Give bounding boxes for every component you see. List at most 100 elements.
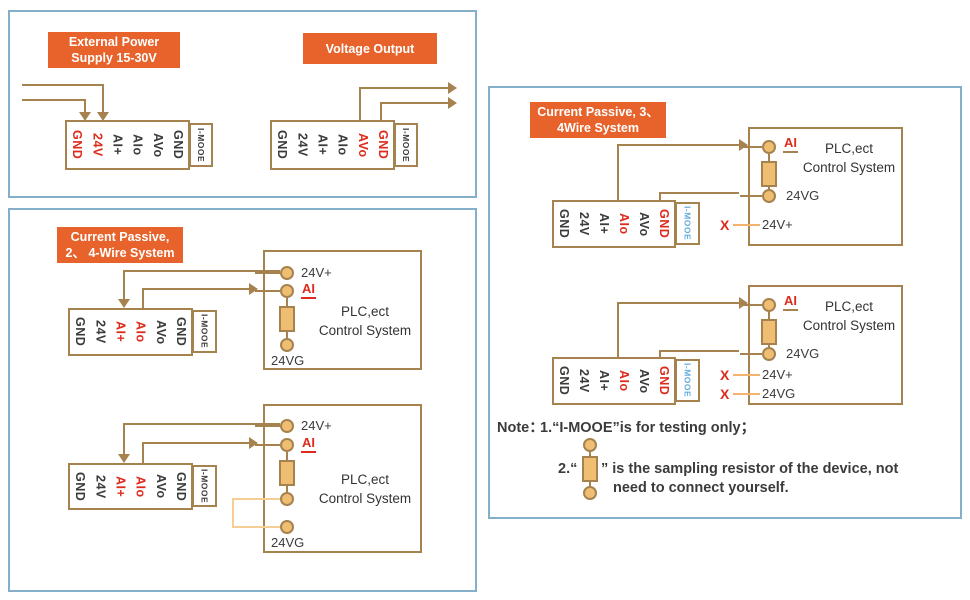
plc-terminal-label-ai: AI xyxy=(783,135,798,153)
header-line: External Power xyxy=(68,35,160,49)
terminal-node xyxy=(280,419,294,433)
plc-box-r1: AI 24VG X 24V+ PLC,ect Control System xyxy=(720,127,903,246)
note-item-2-open: 2.“ xyxy=(558,461,578,477)
terminal-block-bl1: GND 24V AI+ AIo AVo GND xyxy=(68,308,193,356)
imooe-test-terminal: I-MOOE xyxy=(675,202,700,245)
terminal-node xyxy=(280,438,294,452)
x-not-connected-mark: X xyxy=(720,217,730,233)
arrow-right-icon xyxy=(249,437,258,449)
header-line: Current Passive, 3、 xyxy=(537,105,659,119)
header-line: Supply 15-30V xyxy=(71,51,157,65)
terminal-label: GND xyxy=(73,317,88,347)
terminal-label: GND xyxy=(657,209,671,239)
wire xyxy=(380,102,449,104)
x-stub-wire xyxy=(733,374,760,376)
terminal-label: AIo xyxy=(617,370,631,392)
terminal-node xyxy=(762,140,776,154)
plc-title-line: Control System xyxy=(802,318,896,333)
terminal-node xyxy=(762,298,776,312)
plc-title: PLC,ect Control System xyxy=(313,470,417,508)
terminal-stub xyxy=(740,146,762,148)
terminal-label: GND xyxy=(557,209,571,239)
terminal-label: 24V xyxy=(93,474,108,499)
plc-terminal-label: 24V+ xyxy=(762,367,793,382)
header-voltage-output: Voltage Output xyxy=(303,33,437,64)
arrow-right-icon xyxy=(448,82,457,94)
x-stub-wire xyxy=(733,393,760,395)
wire xyxy=(22,99,86,101)
wire xyxy=(123,423,125,454)
plc-terminal-label-ai: AI xyxy=(301,281,316,299)
arrow-right-icon xyxy=(739,139,748,151)
terminal-label: AI+ xyxy=(110,134,125,156)
jumper-wire xyxy=(232,498,234,528)
plc-terminal-label: 24VG xyxy=(786,188,820,203)
plc-title: PLC,ect Control System xyxy=(800,297,898,335)
x-not-connected-mark: X xyxy=(720,386,730,402)
wire xyxy=(359,87,361,120)
wire xyxy=(659,192,739,194)
terminal-node xyxy=(280,520,294,534)
terminal-label: AI+ xyxy=(113,475,128,498)
plc-title-line: PLC,ect xyxy=(340,304,390,319)
terminal-node xyxy=(280,338,294,352)
wire xyxy=(22,84,104,86)
terminal-label: 24V xyxy=(93,320,108,344)
jumper-wire xyxy=(232,526,280,528)
wire xyxy=(768,312,770,319)
wire xyxy=(142,442,144,463)
imooe-test-terminal: I-MOOE xyxy=(192,465,217,507)
plc-terminal-label: 24VG xyxy=(271,535,305,550)
terminal-block-voltage-output: GND 24V AI+ AIo AVo GND xyxy=(270,120,395,170)
wire xyxy=(380,102,382,120)
terminal-label: GND xyxy=(275,130,290,160)
plc-title: PLC,ect Control System xyxy=(800,139,898,177)
header-current-passive-2-4: Current Passive, 2、 4-Wire System xyxy=(57,227,183,263)
wire xyxy=(123,270,125,299)
terminal-label: AI+ xyxy=(597,213,611,235)
terminal-label: AVo xyxy=(637,368,651,394)
sampling-resistor-symbol-node xyxy=(583,438,597,452)
terminal-label: 24V xyxy=(90,133,105,157)
arrow-right-icon xyxy=(448,97,457,109)
terminal-label: AVo xyxy=(153,474,168,499)
header-line: Current Passive, xyxy=(70,230,170,244)
plc-box-bl1: 24V+ AI 24VG PLC,ect Control System xyxy=(255,250,422,370)
wire xyxy=(102,84,104,112)
plc-title-line: Control System xyxy=(318,491,412,506)
wire xyxy=(123,270,280,272)
terminal-stub xyxy=(740,195,762,197)
terminal-label: AI+ xyxy=(597,370,611,392)
imooe-test-terminal: I-MOOE xyxy=(192,310,217,353)
sampling-resistor xyxy=(761,161,777,187)
terminal-label: AIo xyxy=(133,475,148,498)
plc-terminal-label-ai: AI xyxy=(783,293,798,311)
terminal-label: GND xyxy=(70,130,85,160)
sampling-resistor-symbol xyxy=(582,456,598,482)
wire xyxy=(286,332,288,338)
terminal-block-r2: GND 24V AI+ AIo AVo GND xyxy=(552,357,676,405)
sampling-resistor xyxy=(761,319,777,345)
plc-terminal-label: 24VG xyxy=(762,386,796,401)
terminal-label: AIo xyxy=(617,213,631,235)
terminal-block-r1: GND 24V AI+ AIo AVo GND xyxy=(552,200,676,248)
terminal-node xyxy=(280,266,294,280)
plc-box-r2: AI 24VG X 24V+ X 24VG PLC,ect Control Sy… xyxy=(720,285,903,405)
terminal-label: AIo xyxy=(335,134,350,156)
wire xyxy=(286,452,288,460)
terminal-stub xyxy=(255,272,280,274)
x-stub-wire xyxy=(733,224,760,226)
terminal-block-power: GND 24V AI+ AIo AVo GND xyxy=(65,120,190,170)
plc-title-line: PLC,ect xyxy=(824,141,874,156)
wire xyxy=(617,302,739,304)
sampling-resistor-symbol-node xyxy=(583,486,597,500)
plc-terminal-label: 24V+ xyxy=(762,217,793,232)
x-not-connected-mark: X xyxy=(720,367,730,383)
imooe-test-terminal: I-MOOE xyxy=(189,123,213,167)
wire xyxy=(659,350,739,352)
sampling-resistor xyxy=(279,460,295,486)
wire xyxy=(617,144,619,200)
terminal-stub xyxy=(740,353,762,355)
terminal-label: 24V xyxy=(577,369,591,393)
terminal-label: GND xyxy=(73,471,88,502)
